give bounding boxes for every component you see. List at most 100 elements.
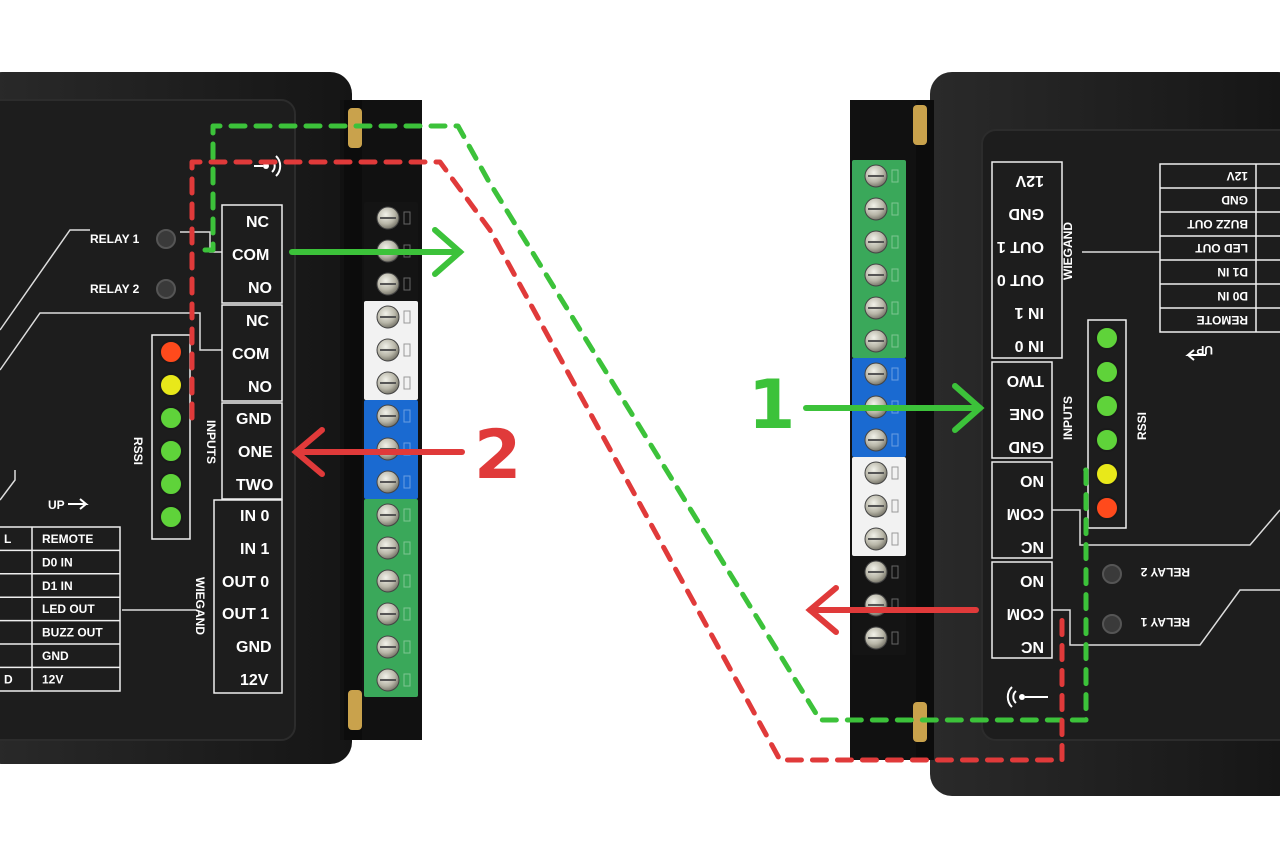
left-up-arrow-icon bbox=[68, 498, 89, 510]
right-green-arrow-icon bbox=[803, 383, 985, 433]
left-wiegand-out0: OUT 0 bbox=[222, 574, 269, 591]
left-relay2-led bbox=[156, 279, 176, 299]
rssi-led bbox=[159, 373, 183, 397]
rssi-led bbox=[1095, 496, 1119, 520]
left-rssi-bar bbox=[151, 334, 191, 540]
remote-table-cell: BUZZ OUT bbox=[1187, 217, 1248, 231]
red-wire bbox=[189, 159, 1065, 763]
rssi-led bbox=[1095, 462, 1119, 486]
left-wiegand-terminal-box bbox=[213, 499, 283, 694]
left-rssi-leds bbox=[159, 340, 183, 529]
remote-table-cell: REMOTE bbox=[1197, 313, 1248, 327]
left-wiegand-in0: IN 0 bbox=[240, 508, 269, 525]
left-relay2-com: COM bbox=[232, 346, 269, 363]
rssi-led bbox=[159, 406, 183, 430]
left-wiegand-out1: OUT 1 bbox=[222, 606, 269, 623]
terminal-label: NO bbox=[1020, 572, 1044, 589]
right-device: 12V GND OUT 1 OUT 0 IN 1 IN 0 TWO ONE GND NO COM NC… bbox=[850, 72, 1280, 796]
remote-table-cell: D0 IN bbox=[1217, 289, 1248, 303]
right-up-label: UP bbox=[1196, 343, 1213, 357]
terminal-label: COM bbox=[1007, 605, 1044, 622]
rssi-led bbox=[1095, 360, 1119, 384]
terminal-block bbox=[852, 160, 906, 358]
remote-table-cell: D0 IN bbox=[42, 555, 73, 569]
left-inputs-label: INPUTS bbox=[204, 420, 218, 464]
left-red-arrow-icon bbox=[291, 427, 465, 477]
left-terminal-blocks bbox=[364, 202, 418, 697]
green-wire bbox=[202, 123, 1089, 723]
remote-table-cell: D1 IN bbox=[42, 579, 73, 593]
remote-table-cell: GND bbox=[42, 649, 69, 663]
remote-table-cell: 12V bbox=[1227, 169, 1248, 183]
terminal-label: NO bbox=[1020, 472, 1044, 489]
remote-table-cell: BUZZ OUT bbox=[42, 626, 103, 640]
remote-table-cell: L bbox=[4, 532, 11, 546]
left-rssi-label: RSSI bbox=[131, 437, 145, 465]
right-terminal-blocks bbox=[852, 160, 906, 655]
remote-table-cell: D1 IN bbox=[1217, 265, 1248, 279]
terminal-label: OUT 0 bbox=[997, 271, 1044, 288]
left-relay1-nc: NC bbox=[246, 214, 270, 231]
left-input-two: TWO bbox=[236, 477, 273, 494]
right-relay2-label: RELAY 2 bbox=[1140, 565, 1190, 579]
red-number-label: 2 bbox=[474, 416, 521, 495]
terminal-label: COM bbox=[1007, 505, 1044, 522]
right-up-arrow-icon bbox=[1185, 349, 1206, 361]
right-brass-tab-bottom bbox=[913, 702, 927, 742]
left-remote-table bbox=[0, 526, 121, 692]
right-remote-table bbox=[1159, 163, 1280, 333]
left-input-gnd: GND bbox=[236, 411, 272, 428]
left-device: RELAY 1 RELAY 2 RSSI INPUTS UP NC COM NO… bbox=[0, 72, 422, 764]
remote-table-cell: LED OUT bbox=[1195, 241, 1248, 255]
right-wifi-icon bbox=[1006, 686, 1048, 708]
terminal-label: IN 0 bbox=[1015, 337, 1044, 354]
remote-table-cell: LED OUT bbox=[42, 602, 95, 616]
right-rssi-leds bbox=[1095, 326, 1119, 520]
left-relay1-no: NO bbox=[248, 280, 272, 297]
remote-table-cell: 12V bbox=[42, 672, 63, 686]
left-relay2-terminal-box bbox=[221, 304, 283, 402]
terminal-label: GND bbox=[1008, 438, 1044, 455]
terminal-label: ONE bbox=[1009, 405, 1044, 422]
right-rssi-bar bbox=[1087, 319, 1127, 529]
left-relay2-label: RELAY 2 bbox=[90, 282, 140, 296]
terminal-label: NC bbox=[1020, 638, 1044, 655]
left-relay2-no: NO bbox=[248, 379, 272, 396]
terminal-label: NC bbox=[1020, 538, 1044, 555]
left-relay1-label: RELAY 1 bbox=[90, 232, 140, 246]
right-relay1-led bbox=[1102, 614, 1122, 634]
left-wiegand-in1: IN 1 bbox=[240, 541, 269, 558]
rssi-led bbox=[159, 505, 183, 529]
left-brass-tab-bottom bbox=[348, 690, 362, 730]
left-up-label: UP bbox=[48, 498, 65, 512]
left-relay1-com: COM bbox=[232, 247, 269, 264]
terminal-label: TWO bbox=[1007, 372, 1044, 389]
left-wiegand-gnd: GND bbox=[236, 639, 272, 656]
terminal-label: OUT 1 bbox=[997, 238, 1044, 255]
right-wiegand-terminal-box bbox=[991, 161, 1063, 359]
rssi-led bbox=[159, 340, 183, 364]
rssi-led bbox=[1095, 394, 1119, 418]
left-input-one: ONE bbox=[238, 444, 273, 461]
rssi-led bbox=[1095, 326, 1119, 350]
right-inputs-terminal-box bbox=[991, 361, 1053, 459]
wires bbox=[189, 123, 1089, 763]
left-relay2-nc: NC bbox=[246, 313, 270, 330]
left-relay1-led bbox=[156, 229, 176, 249]
rssi-led bbox=[159, 472, 183, 496]
remote-table-cell: D bbox=[4, 672, 13, 686]
terminal-block bbox=[364, 499, 418, 697]
left-wiegand-label: WIEGAND bbox=[193, 577, 207, 635]
terminal-label: IN 1 bbox=[1015, 304, 1044, 321]
remote-table-cell: GND bbox=[1221, 193, 1248, 207]
left-device-face bbox=[0, 99, 296, 741]
right-inputs-label: INPUTS bbox=[1061, 396, 1075, 440]
green-number-label: 1 bbox=[748, 366, 795, 445]
rssi-led bbox=[1095, 428, 1119, 452]
right-relay2-led bbox=[1102, 564, 1122, 584]
left-relay1-terminal-box bbox=[221, 204, 283, 304]
right-red-arrow-icon bbox=[805, 585, 979, 635]
remote-table-cell: REMOTE bbox=[42, 532, 93, 546]
